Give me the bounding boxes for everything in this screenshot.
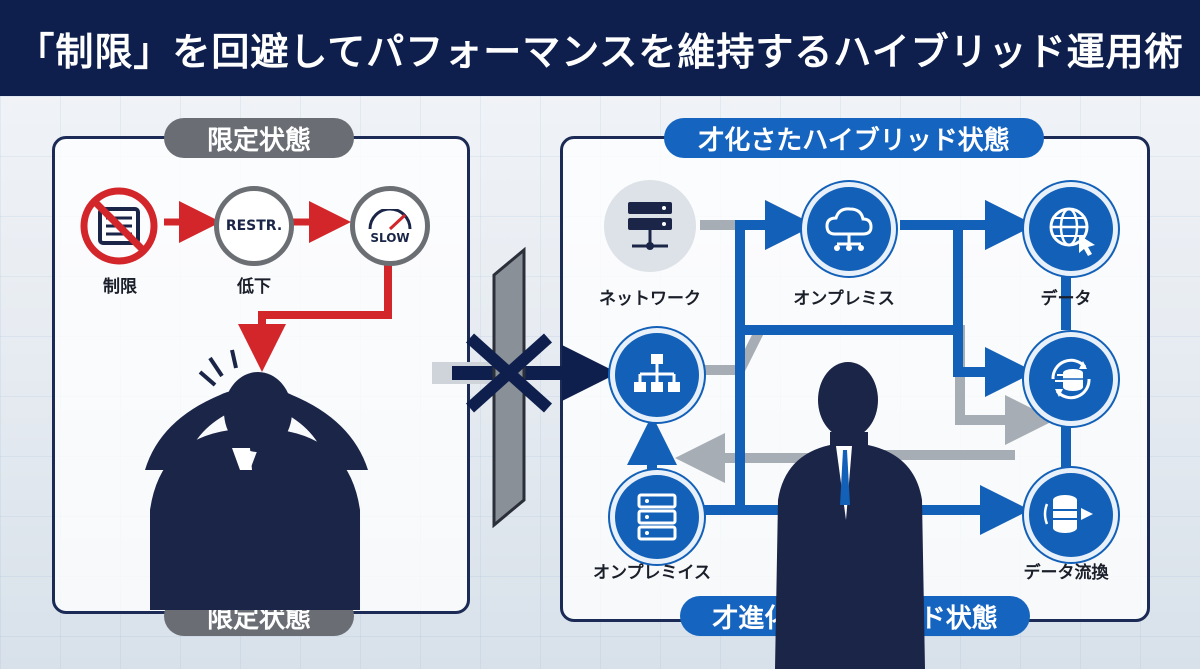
restricted-status-icon: RESTR.	[214, 186, 294, 266]
on-premises-label: オンプレミス	[793, 289, 895, 309]
restriction-label: 制限	[103, 277, 137, 297]
database-transfer-icon	[1024, 468, 1118, 562]
restr-text: RESTR.	[225, 218, 283, 234]
red-arrow-down	[238, 262, 392, 372]
limited-state-top-label: 限定状態	[164, 118, 354, 158]
data-label: データ	[1040, 289, 1092, 309]
barrier-wall	[492, 246, 526, 529]
server-stack-icon	[610, 470, 704, 564]
page-title: 「制限」を回避してパフォーマンスを維持するハイブリッド運用術	[0, 0, 1200, 96]
speedometer-icon: SLOW	[350, 186, 430, 266]
network-label: ネットワーク	[599, 289, 701, 309]
globe-cursor-icon	[1024, 182, 1118, 276]
stressed-person-silhouette	[145, 372, 368, 610]
stress-lines	[198, 349, 238, 387]
hierarchy-icon	[610, 328, 704, 422]
database-sync-icon	[1024, 332, 1118, 426]
decline-label: 低下	[237, 277, 271, 297]
server-rack-icon	[604, 180, 696, 272]
cloud-network-icon	[802, 182, 896, 276]
slow-text: SLOW	[370, 231, 410, 245]
confident-person-silhouette	[775, 362, 925, 669]
restricted-server-icon	[78, 185, 160, 267]
on-premises-alt-label: オンプレミイス	[593, 563, 711, 583]
optimized-hybrid-top-label: 才化さたハイブリッド状態	[664, 118, 1044, 158]
data-exchange-label: データ流換	[1023, 563, 1109, 583]
